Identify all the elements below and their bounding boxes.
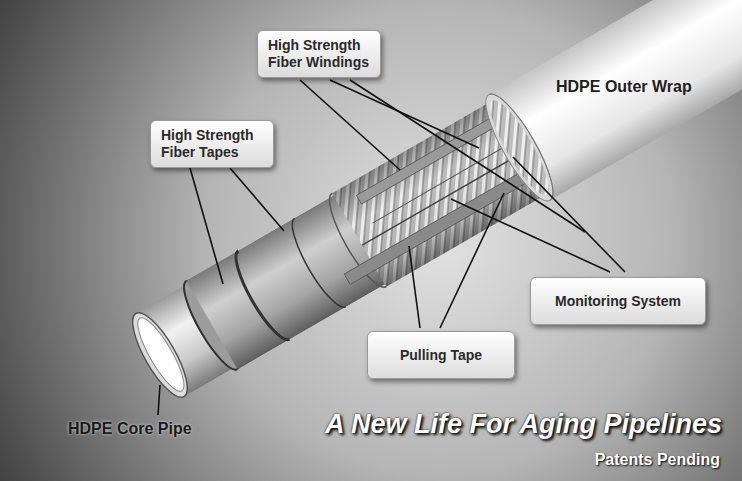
label-box: High Strength Fiber Tapes xyxy=(150,120,274,168)
note: Patents Pending xyxy=(595,451,720,469)
label-text: Pulling Tape xyxy=(400,347,482,364)
part-label: HDPE Outer Wrap xyxy=(556,78,692,96)
title: A New Life For Aging Pipelines xyxy=(325,409,722,440)
label-text: Monitoring System xyxy=(555,293,681,310)
label-text: High Strength Fiber Windings xyxy=(268,37,370,71)
part-label: HDPE Core Pipe xyxy=(68,420,192,438)
label-box: Pulling Tape xyxy=(367,331,515,379)
label-box: Monitoring System xyxy=(530,277,706,325)
label-text: High Strength Fiber Tapes xyxy=(161,127,263,161)
label-box: High Strength Fiber Windings xyxy=(257,30,381,78)
